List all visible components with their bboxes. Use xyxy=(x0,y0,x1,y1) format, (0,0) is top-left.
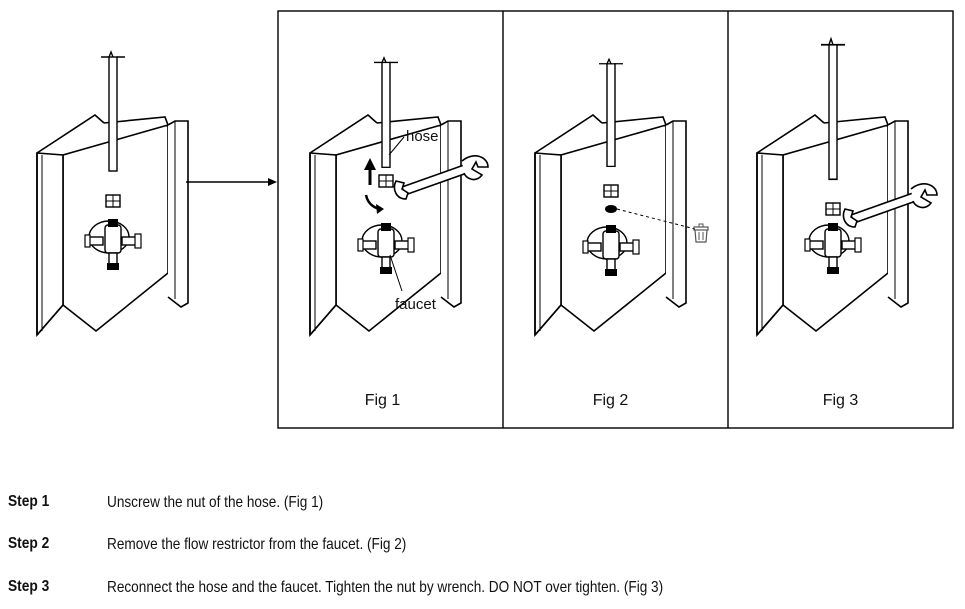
initial-scene xyxy=(36,51,189,336)
step-2-label: Step 2 xyxy=(8,535,50,552)
right-arrow-icon xyxy=(186,178,277,186)
fig3-caption: Fig 3 xyxy=(822,392,859,409)
hose-callout: hose xyxy=(406,128,439,145)
figure-panels xyxy=(277,10,954,429)
fig1-caption: Fig 1 xyxy=(364,392,401,409)
faucet-callout: faucet xyxy=(395,296,436,313)
trash-can-icon xyxy=(693,223,709,243)
fig2-scene xyxy=(534,58,709,336)
step-2-text: Remove the flow restrictor from the fauc… xyxy=(107,536,407,553)
fig1-scene xyxy=(309,57,489,336)
fig3-scene xyxy=(756,38,938,336)
up-arrow-icon xyxy=(364,158,376,185)
fig2-caption: Fig 2 xyxy=(592,392,629,409)
step-2-row: Step 2 Remove the flow restrictor from t… xyxy=(8,535,948,559)
step-3-row: Step 3 Reconnect the hose and the faucet… xyxy=(8,578,948,602)
step-3-text: Reconnect the hose and the faucet. Tight… xyxy=(107,579,664,596)
step-3-label: Step 3 xyxy=(8,578,50,595)
step-1-text: Unscrew the nut of the hose. (Fig 1) xyxy=(107,494,324,511)
rotate-arrow-icon xyxy=(364,194,384,214)
step-1-label: Step 1 xyxy=(8,493,50,510)
step-1-row: Step 1 Unscrew the nut of the hose. (Fig… xyxy=(8,493,948,517)
